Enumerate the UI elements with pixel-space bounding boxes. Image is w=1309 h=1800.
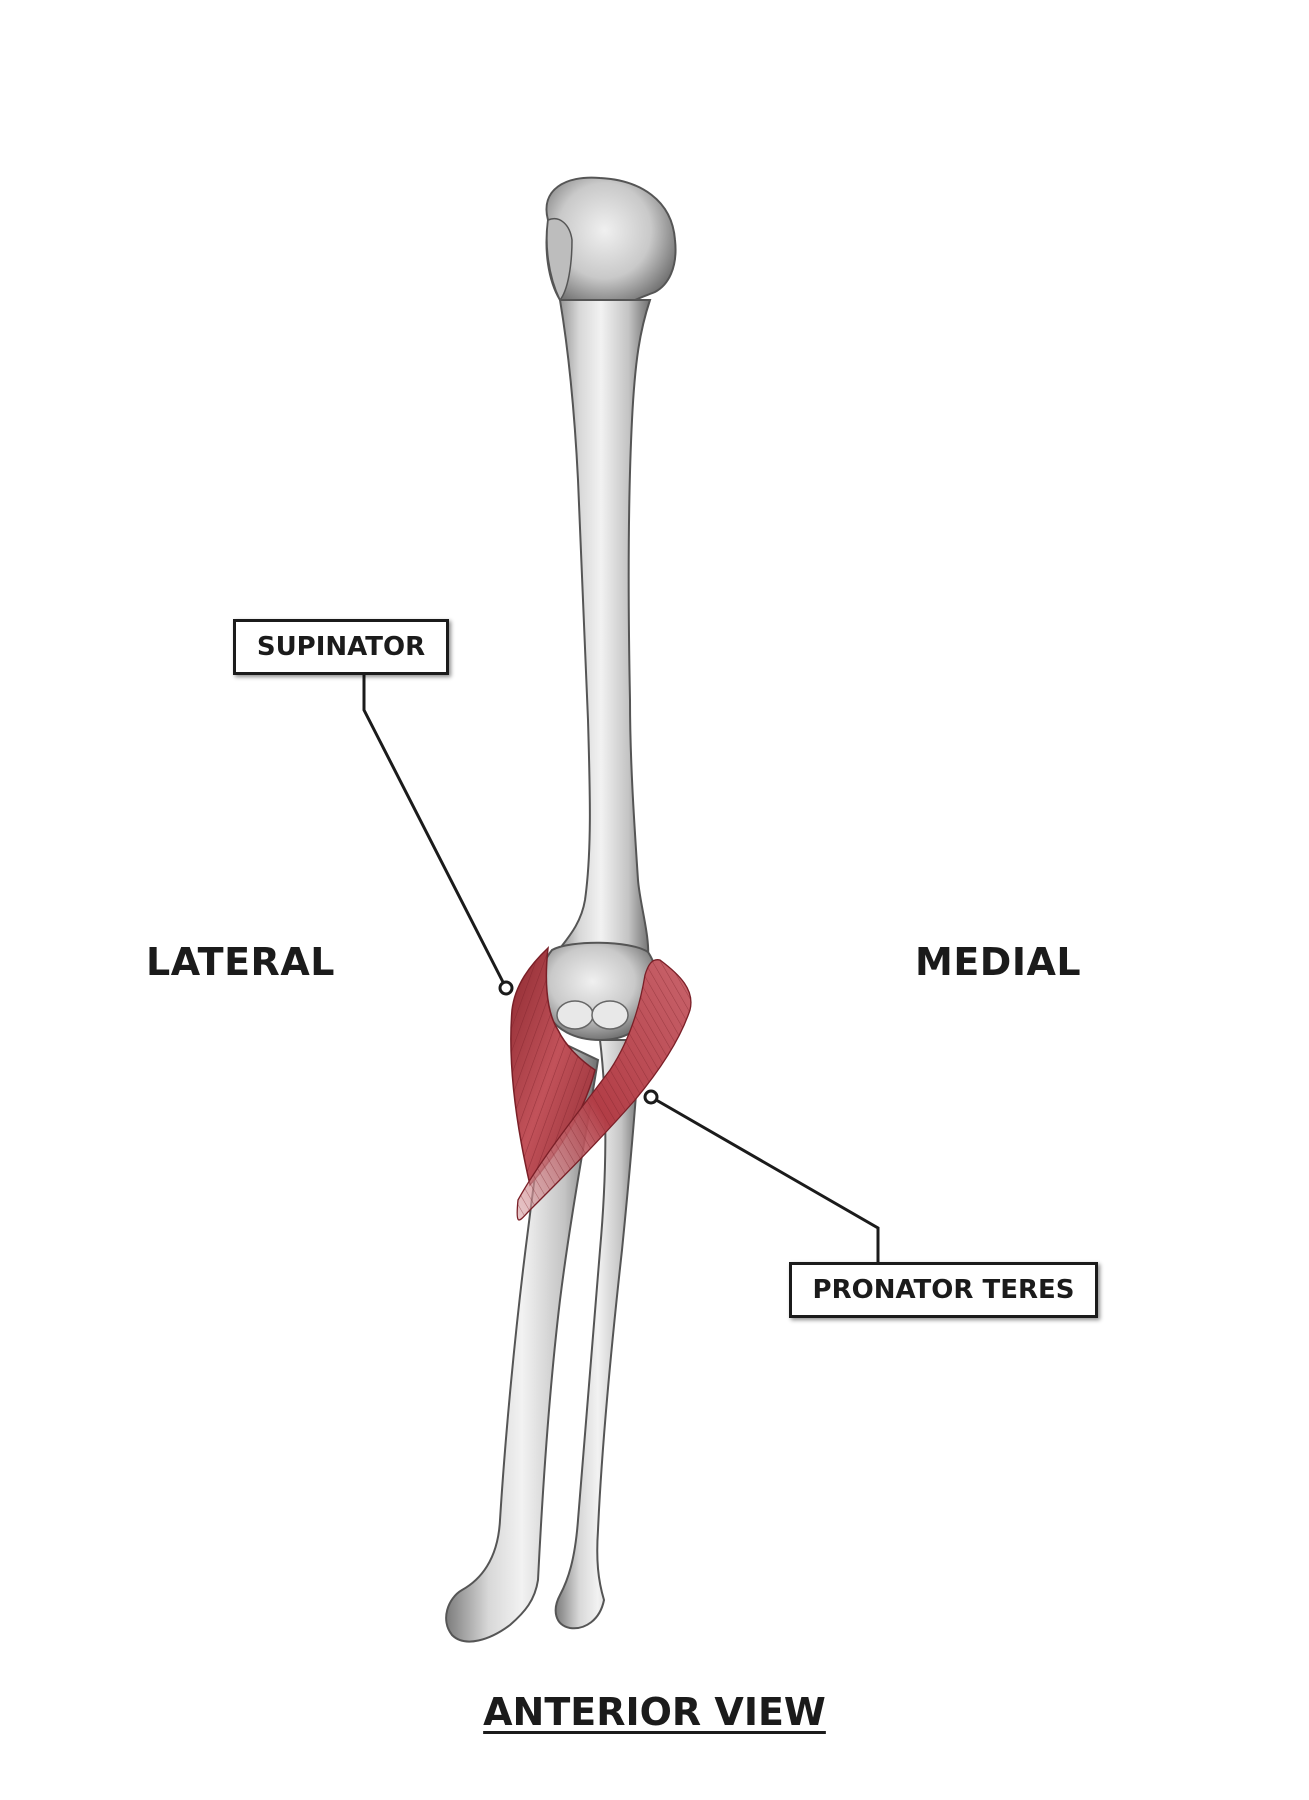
pronator-pointer-dot bbox=[643, 1089, 659, 1105]
supinator-leader-line bbox=[362, 675, 508, 989]
lateral-label: LATERAL bbox=[146, 940, 335, 984]
medial-label: MEDIAL bbox=[915, 940, 1082, 984]
supinator-callout-text: SUPINATOR bbox=[256, 632, 426, 662]
view-title: ANTERIOR VIEW bbox=[0, 1690, 1309, 1734]
pronator-teres-callout: PRONATOR TERES bbox=[789, 1262, 1098, 1318]
ulna-bone bbox=[554, 1039, 642, 1630]
radius-bone bbox=[445, 1038, 600, 1643]
pronator-leader-line bbox=[650, 1095, 880, 1262]
humerus-bone bbox=[538, 176, 677, 1042]
supinator-pointer-dot bbox=[498, 980, 514, 996]
pronator-teres-callout-text: PRONATOR TERES bbox=[812, 1275, 1075, 1305]
view-title-text: ANTERIOR VIEW bbox=[483, 1690, 826, 1734]
supinator-callout: SUPINATOR bbox=[233, 619, 449, 675]
pronator-teres-muscle bbox=[516, 959, 692, 1221]
